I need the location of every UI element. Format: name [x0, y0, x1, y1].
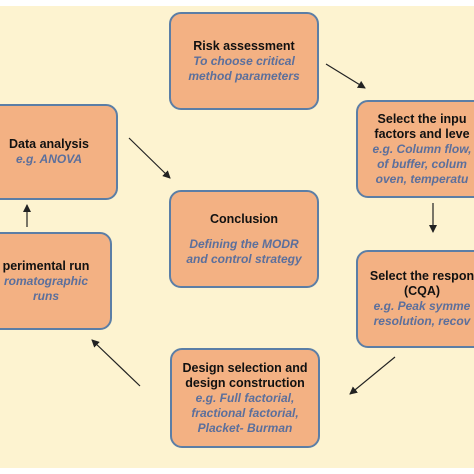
design-box: Design selection and design construction…: [170, 348, 320, 448]
flow-arrows: [23, 63, 437, 395]
input-title-line-2: factors and leve: [374, 126, 470, 141]
analysis-sub: e.g. ANOVA: [15, 152, 82, 166]
response-title-line-2: (CQA): [403, 284, 441, 298]
arrow-design-to-experimental: [91, 339, 141, 387]
design-title-line-2: design construction: [185, 375, 305, 390]
risk-sub-line-1: To choose critical: [193, 53, 295, 68]
select-input-box: Select the inpu factors and leve e.g. Co…: [356, 100, 474, 198]
risk-title: Risk assessment: [193, 38, 295, 53]
experimental-sub-line-1: romatographic: [3, 273, 88, 288]
design-sub-line-1: e.g. Full factorial,: [195, 390, 295, 405]
experimental-run-box: perimental run romatographic runs: [0, 232, 112, 330]
response-title-line-1: Select the respon: [369, 269, 474, 283]
risk-assessment-box: Risk assessment To choose critical metho…: [169, 12, 319, 110]
input-sub-line-1: e.g. Column flow,: [372, 141, 472, 156]
conclusion-box: Conclusion Defining the MODR and control…: [169, 190, 319, 288]
design-title-line-1: Design selection and: [182, 360, 308, 375]
arrow-analysis-to-conclusion: [128, 137, 171, 179]
diagram-panel: Risk assessment To choose critical metho…: [0, 6, 474, 468]
experimental-title: perimental run: [2, 258, 90, 273]
design-sub-line-2: fractional factorial,: [191, 405, 299, 420]
arrow-response-to-design: [349, 356, 396, 395]
risk-sub-line-2: method parameters: [188, 68, 300, 83]
response-sub-line-2: resolution, recov: [373, 314, 471, 328]
input-sub-line-2: of buffer, colum: [377, 156, 467, 171]
arrow-risk-to-input: [325, 63, 366, 89]
analysis-title: Data analysis: [9, 137, 89, 151]
conclusion-sub-line-2: and control strategy: [186, 251, 302, 266]
input-title-line-1: Select the inpu: [377, 111, 467, 126]
conclusion-title: Conclusion: [209, 211, 279, 226]
input-sub-line-3: oven, temperatu: [375, 171, 469, 186]
conclusion-sub-line-1: Defining the MODR: [189, 236, 299, 251]
select-response-box: Select the respon (CQA) e.g. Peak symme …: [356, 250, 474, 348]
experimental-sub-line-2: runs: [32, 288, 59, 303]
design-sub-line-3: Placket- Burman: [197, 420, 293, 435]
data-analysis-box: Data analysis e.g. ANOVA: [0, 104, 118, 200]
response-sub-line-1: e.g. Peak symme: [373, 299, 471, 313]
